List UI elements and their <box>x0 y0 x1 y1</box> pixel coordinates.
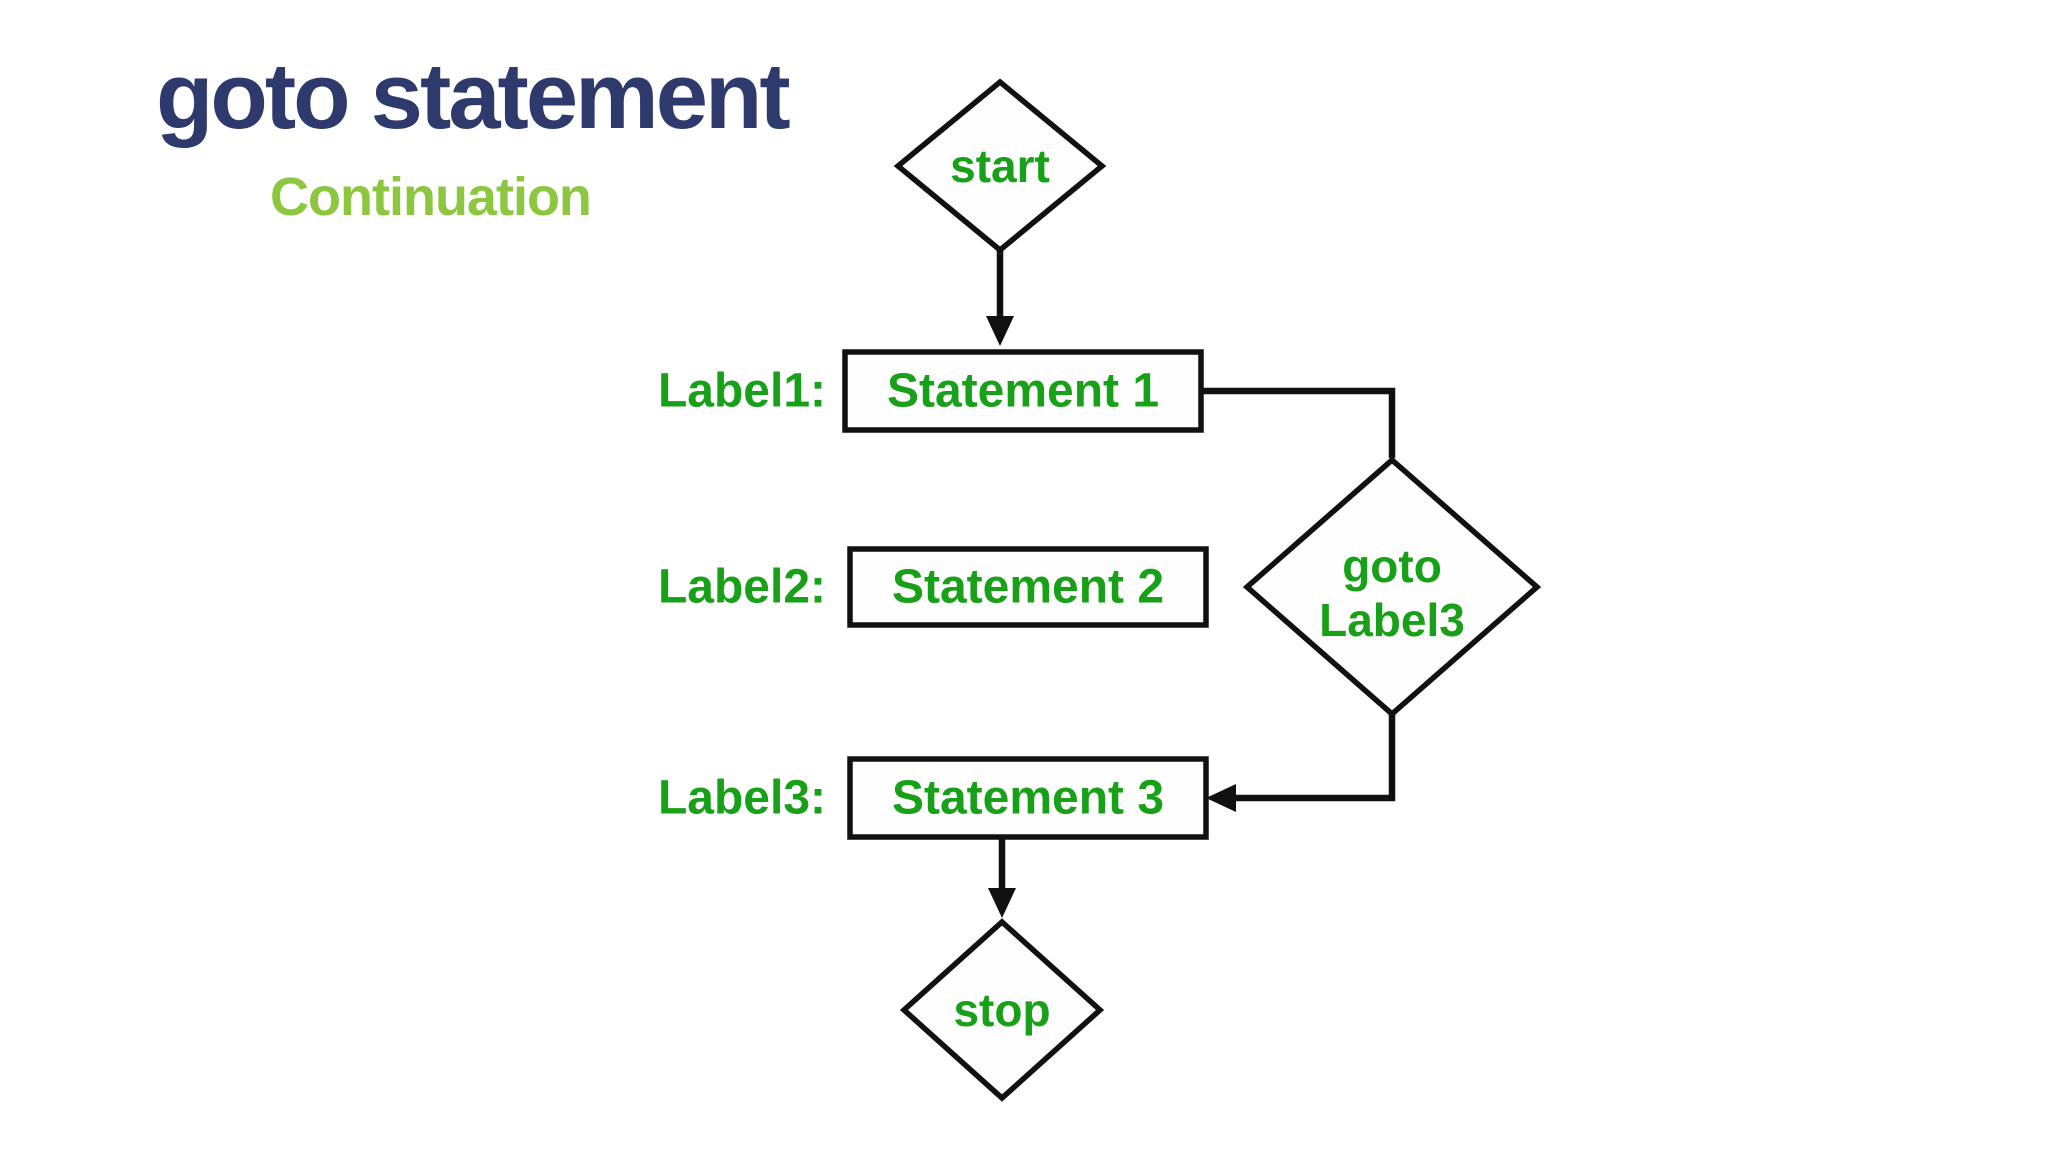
statement3-box <box>847 756 1209 840</box>
stop-diamond <box>899 918 1105 1102</box>
statement1-label: Statement 1 <box>887 365 1159 418</box>
stop-label: stop <box>953 984 1050 1036</box>
page-subtitle: Continuation <box>270 167 592 227</box>
statement2-box <box>847 546 1209 628</box>
label2-text: Label2: <box>658 561 826 614</box>
arrowhead-down-icon <box>986 316 1014 346</box>
statement3-label: Statement 3 <box>892 772 1164 825</box>
connector-statement1-to-goto <box>1201 387 1396 458</box>
statement1-box <box>842 349 1204 433</box>
goto-label-line2: Label3 <box>1319 594 1465 646</box>
statement2-label: Statement 2 <box>892 561 1164 614</box>
arrowhead-down-icon <box>988 888 1016 918</box>
label3-text: Label3: <box>658 772 826 825</box>
label1-text: Label1: <box>658 365 826 418</box>
start-label: start <box>950 140 1050 192</box>
page-title: goto statement <box>156 43 791 148</box>
connector-goto-to-statement3 <box>1234 714 1396 802</box>
arrowhead-left-icon <box>1206 784 1236 812</box>
goto-label-line1: goto <box>1342 540 1442 592</box>
